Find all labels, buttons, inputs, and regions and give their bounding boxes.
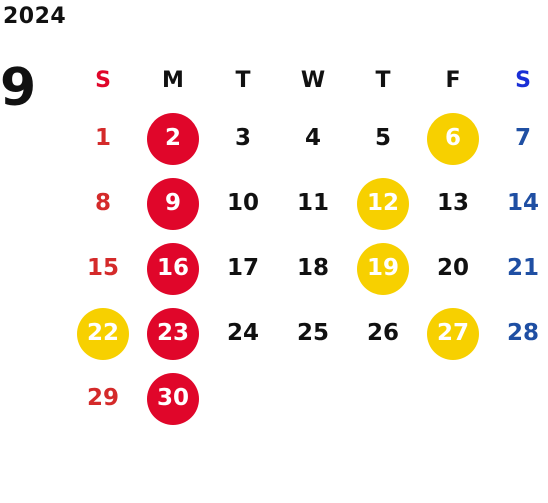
day-number: 16 <box>156 255 189 281</box>
day-cell <box>418 366 488 431</box>
day-number: 14 <box>506 190 539 216</box>
day-number: 12 <box>366 190 399 216</box>
day-number: 22 <box>86 320 119 346</box>
day-cell: 9 <box>138 171 208 236</box>
highlight-circle <box>147 372 199 425</box>
day-cell: 25 <box>278 301 348 366</box>
day-number: 9 <box>164 190 181 216</box>
day-cell: 7 <box>488 106 548 171</box>
day-number: 3 <box>234 125 251 151</box>
highlight-circle <box>147 177 199 230</box>
day-cell: 26 <box>348 301 418 366</box>
day-number: 17 <box>226 255 259 281</box>
day-number: 24 <box>226 320 259 346</box>
day-cell <box>488 366 548 431</box>
day-cell: 24 <box>208 301 278 366</box>
highlight-circle <box>147 242 199 295</box>
weekday-wed: W <box>300 68 326 93</box>
day-number: 7 <box>514 125 531 151</box>
day-number: 23 <box>156 320 189 346</box>
year-label: 2024 <box>3 4 67 29</box>
day-cell: 13 <box>418 171 488 236</box>
day-cell: 5 <box>348 106 418 171</box>
highlight-circle <box>357 242 409 295</box>
day-number: 21 <box>506 255 539 281</box>
weekday-fri: F <box>445 68 461 93</box>
highlight-circle <box>147 112 199 165</box>
day-cell: 28 <box>488 301 548 366</box>
day-cell: 27 <box>418 301 488 366</box>
day-cell: 16 <box>138 236 208 301</box>
day-cell: 12 <box>348 171 418 236</box>
day-cell: 2 <box>138 106 208 171</box>
weekday-thu: T <box>375 68 391 93</box>
day-number: 28 <box>506 320 539 346</box>
day-number: 13 <box>436 190 469 216</box>
day-number: 10 <box>226 190 259 216</box>
day-number: 6 <box>444 125 461 151</box>
day-number: 15 <box>86 255 119 281</box>
day-cell: 19 <box>348 236 418 301</box>
day-cell: 11 <box>278 171 348 236</box>
highlight-circle <box>427 307 479 360</box>
weekday-mon: M <box>162 68 184 93</box>
day-number: 30 <box>156 385 189 411</box>
day-number: 25 <box>296 320 329 346</box>
day-cell: 21 <box>488 236 548 301</box>
highlight-circle <box>427 112 479 165</box>
day-cell: 17 <box>208 236 278 301</box>
weekday-sun: S <box>95 68 111 93</box>
day-cell <box>208 366 278 431</box>
month-label: 9 <box>0 58 37 118</box>
day-number: 27 <box>436 320 469 346</box>
day-cell: 18 <box>278 236 348 301</box>
highlight-circle <box>357 177 409 230</box>
day-cell: 8 <box>68 171 138 236</box>
highlight-circle <box>147 307 199 360</box>
day-cell <box>278 366 348 431</box>
day-cell: 15 <box>68 236 138 301</box>
day-cell: 4 <box>278 106 348 171</box>
day-number: 2 <box>164 125 181 151</box>
day-cell: 3 <box>208 106 278 171</box>
day-number: 8 <box>94 190 111 216</box>
day-number: 11 <box>296 190 329 216</box>
day-cell: 14 <box>488 171 548 236</box>
day-number: 18 <box>296 255 329 281</box>
day-cell: 23 <box>138 301 208 366</box>
day-cell: 29 <box>68 366 138 431</box>
day-cell: 30 <box>138 366 208 431</box>
day-cell: 20 <box>418 236 488 301</box>
day-cell: 10 <box>208 171 278 236</box>
weekday-sat: S <box>515 68 531 93</box>
day-number: 26 <box>366 320 399 346</box>
day-number: 19 <box>366 255 399 281</box>
day-cell <box>348 366 418 431</box>
day-cell: 22 <box>68 301 138 366</box>
highlight-circle <box>77 307 129 360</box>
day-number: 5 <box>374 125 391 151</box>
weekday-tue: T <box>235 68 251 93</box>
day-cell: 1 <box>68 106 138 171</box>
day-number: 4 <box>304 125 321 151</box>
day-number: 29 <box>86 385 119 411</box>
day-number: 1 <box>94 125 111 151</box>
day-number: 20 <box>436 255 469 281</box>
day-cell: 6 <box>418 106 488 171</box>
